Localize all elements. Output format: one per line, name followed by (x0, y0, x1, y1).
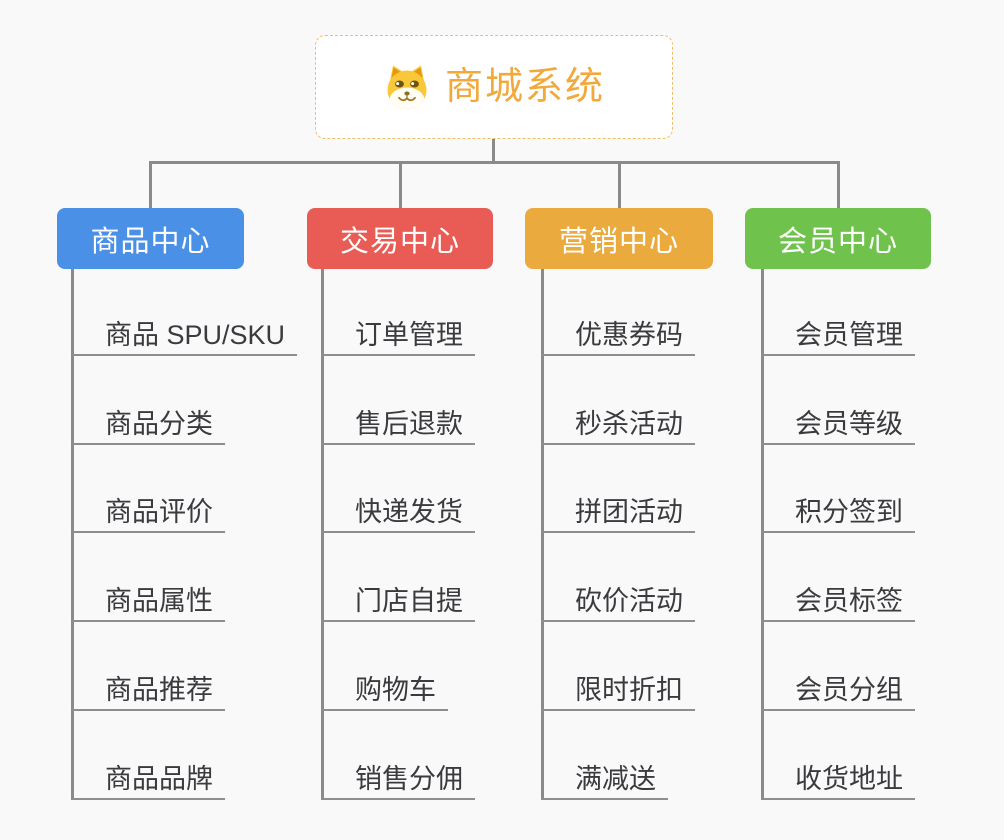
leaf-node[interactable]: 快递发货 (321, 495, 475, 533)
leaf-node[interactable]: 订单管理 (321, 318, 475, 356)
branch-node-products[interactable]: 商品中心 (57, 208, 244, 269)
leaf-node[interactable]: 购物车 (321, 673, 448, 711)
branch-label: 商品中心 (90, 225, 211, 258)
connector-spine (761, 269, 764, 800)
leaf-node[interactable]: 销售分佣 (321, 762, 475, 800)
leaf-node[interactable]: 门店自提 (321, 584, 475, 622)
connector-spine (541, 269, 544, 800)
leaf-node[interactable]: 满减送 (541, 762, 668, 800)
branch-children-members: 会员管理 会员等级 积分签到 会员标签 会员分组 收货地址 (761, 269, 915, 800)
leaf-node[interactable]: 收货地址 (761, 762, 915, 800)
leaf-node[interactable]: 优惠券码 (541, 318, 695, 356)
branch-children-marketing: 优惠券码 秒杀活动 拼团活动 砍价活动 限时折扣 满减送 (541, 269, 695, 800)
leaf-node[interactable]: 秒杀活动 (541, 407, 695, 445)
branch-label: 营销中心 (558, 225, 679, 258)
leaf-node[interactable]: 会员分组 (761, 673, 915, 711)
branch-children-trade: 订单管理 售后退款 快递发货 门店自提 购物车 销售分佣 (321, 269, 475, 800)
leaf-node[interactable]: 商品品牌 (71, 762, 225, 800)
leaf-node[interactable]: 限时折扣 (541, 673, 695, 711)
leaf-node[interactable]: 会员等级 (761, 407, 915, 445)
leaf-node[interactable]: 积分签到 (761, 495, 915, 533)
leaf-node[interactable]: 商品属性 (71, 584, 225, 622)
leaf-node[interactable]: 商品分类 (71, 407, 225, 445)
leaf-node[interactable]: 商品推荐 (71, 673, 225, 711)
leaf-node[interactable]: 商品 SPU/SKU (71, 318, 298, 356)
connector-drop-branch-trade (399, 161, 402, 209)
connector-root-vertical (492, 139, 495, 163)
leaf-node[interactable]: 会员标签 (761, 584, 915, 622)
leaf-node[interactable]: 砍价活动 (541, 584, 695, 622)
root-title: 商城系统 (444, 66, 605, 108)
branch-label: 会员中心 (777, 225, 898, 258)
branch-children-products: 商品 SPU/SKU 商品分类 商品评价 商品属性 商品推荐 商品品牌 (71, 269, 298, 800)
branch-node-trade[interactable]: 交易中心 (307, 208, 493, 269)
connector-spine (321, 269, 324, 800)
connector-horizontal (149, 161, 840, 164)
leaf-node[interactable]: 商品评价 (71, 495, 225, 533)
leaf-node[interactable]: 售后退款 (321, 407, 475, 445)
leaf-node[interactable]: 会员管理 (761, 318, 915, 356)
connector-drop-branch-members (837, 161, 840, 209)
leaf-node[interactable]: 拼团活动 (541, 495, 695, 533)
branch-node-members[interactable]: 会员中心 (745, 208, 931, 269)
connector-drop-branch-products (149, 161, 152, 209)
root-node[interactable]: 商城系统 (315, 35, 673, 139)
dog-icon (387, 65, 427, 110)
branch-label: 交易中心 (339, 225, 460, 258)
connector-spine (71, 269, 74, 800)
connector-drop-branch-marketing (618, 161, 621, 209)
branch-node-marketing[interactable]: 营销中心 (525, 208, 713, 269)
